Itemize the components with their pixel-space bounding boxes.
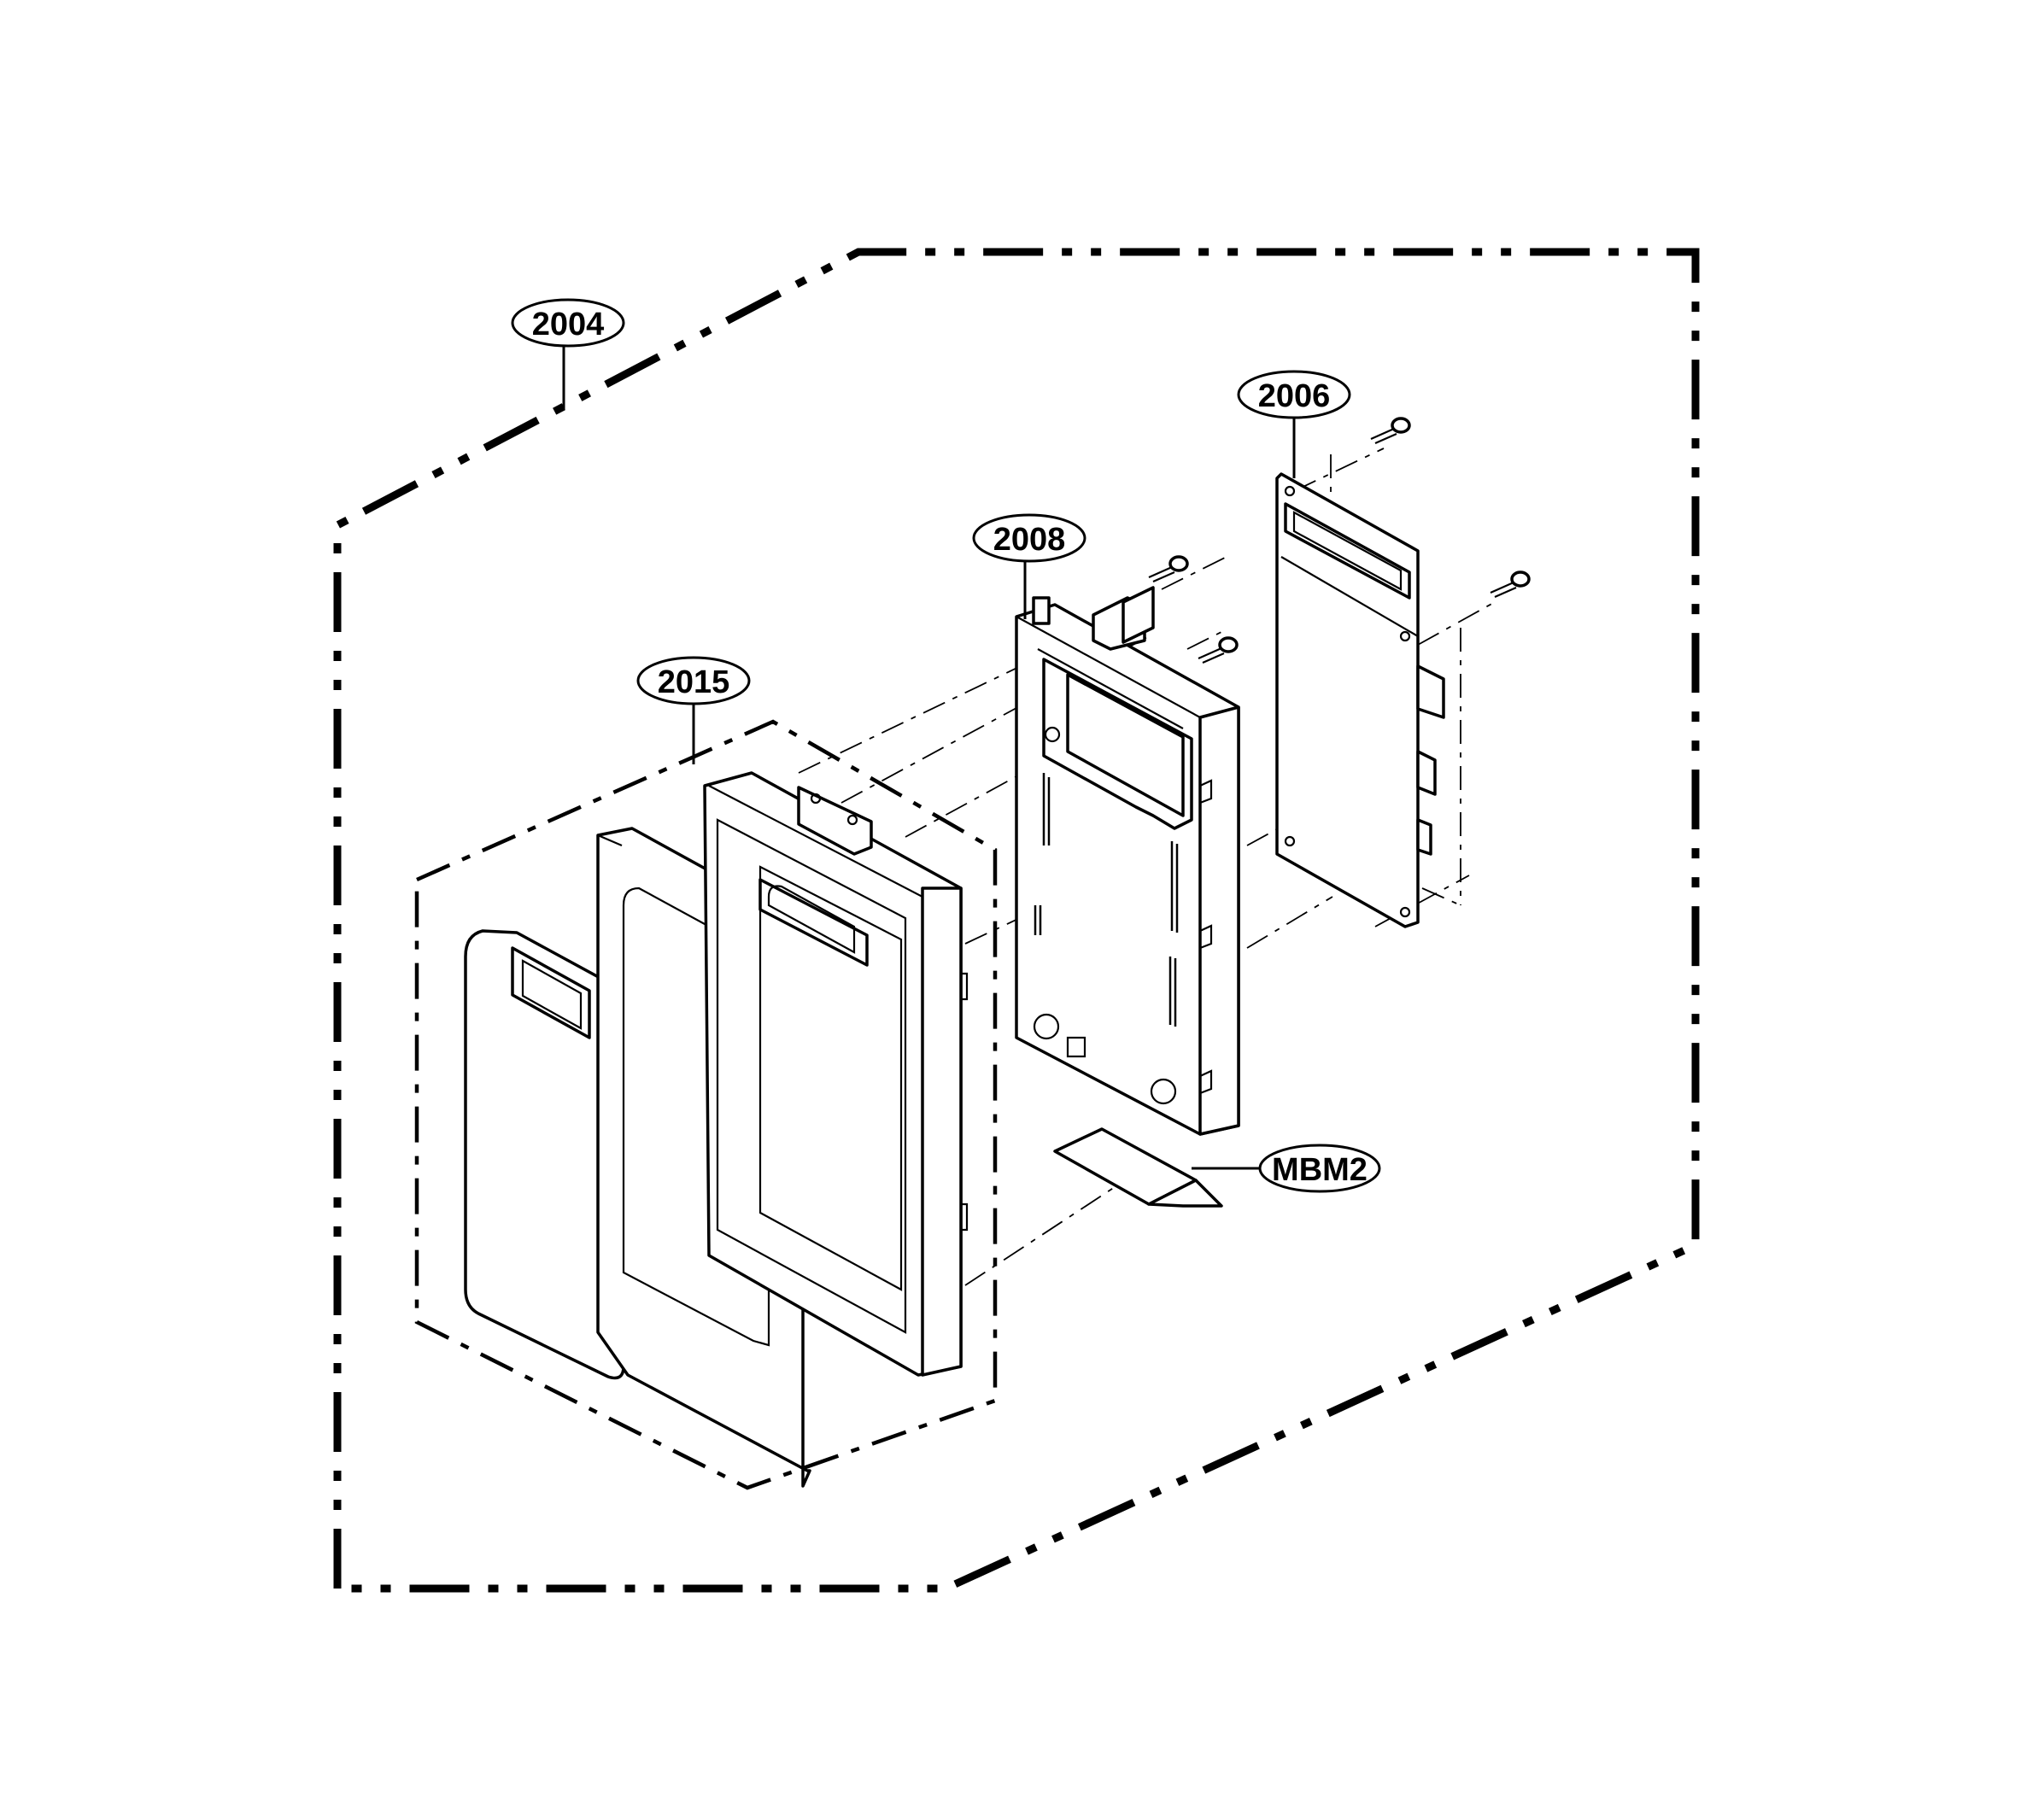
callout-2008-label: 2008 — [993, 522, 1066, 558]
front-panel-sheet — [464, 929, 625, 1380]
bracket-mbm2 — [1053, 1127, 1223, 1208]
screw-icon — [1370, 417, 1411, 445]
callout-2004-label: 2004 — [532, 307, 605, 342]
callout-2015: 2015 — [636, 656, 751, 705]
control-panel-housing — [703, 771, 969, 1377]
callout-mbm2: MBM2 — [1258, 1144, 1381, 1193]
screws — [1148, 417, 1531, 664]
screw-icon — [1148, 555, 1189, 583]
pcb-bracket — [1015, 586, 1240, 1136]
callout-mbm2-label: MBM2 — [1272, 1152, 1368, 1188]
callout-2006-label: 2006 — [1258, 378, 1331, 414]
pcb-assembly — [1275, 472, 1445, 928]
callout-2008: 2008 — [972, 513, 1086, 563]
callout-2006: 2006 — [1237, 370, 1351, 419]
assembly-boundary-2015 — [414, 719, 998, 1490]
screw-icon — [1490, 570, 1531, 599]
callout-2004: 2004 — [511, 298, 625, 348]
leader-lines — [562, 343, 1296, 1170]
screw-icon — [1198, 636, 1239, 664]
assembly-boundary-2004 — [333, 248, 1700, 1593]
callout-2015-label: 2015 — [658, 664, 730, 700]
